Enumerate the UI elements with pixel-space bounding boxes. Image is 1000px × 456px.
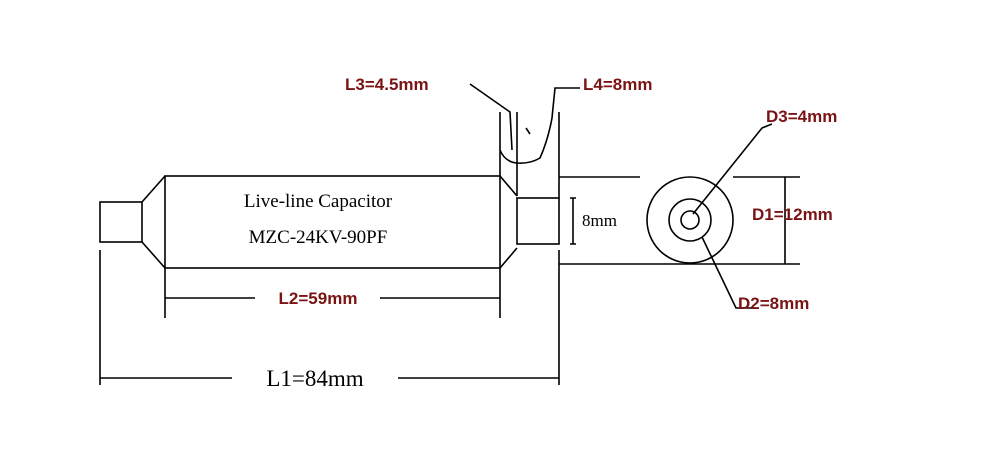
d3-label: D3=4mm [766, 107, 837, 126]
l3-l4-extension-lines [499, 112, 560, 198]
l3-label: L3=4.5mm [345, 75, 429, 94]
l3-leader [469, 83, 513, 151]
l4-label: L4=8mm [583, 75, 652, 94]
end-view-outer-circle [646, 176, 734, 264]
l1-dim-line [99, 250, 560, 385]
terminal-projection-lines [559, 176, 800, 265]
right-terminal [516, 197, 560, 245]
d2-leader [701, 236, 752, 309]
terminal-dim-line [570, 197, 576, 245]
d1-label: D1=12mm [752, 205, 833, 224]
end-view-middle-circle [668, 198, 712, 242]
left-terminal [99, 201, 143, 243]
left-taper [141, 175, 166, 269]
terminal-dim-label: 8mm [582, 211, 617, 230]
capacitor-name: Live-line Capacitor [244, 191, 393, 212]
d2-label: D2=8mm [738, 294, 809, 313]
right-taper [499, 175, 518, 269]
capacitor-body [164, 175, 501, 269]
d3-leader [692, 123, 773, 215]
l2-label: L2=59mm [279, 289, 358, 308]
l3-tick [525, 127, 531, 135]
capacitor-model: MZC-24KV-90PF [249, 227, 388, 248]
l1-label: L1=84mm [266, 366, 363, 391]
end-view-inner-circle [680, 210, 700, 230]
d1-dim-line [733, 176, 800, 264]
l4-leader [499, 87, 580, 164]
l2-dim-line [164, 268, 501, 318]
